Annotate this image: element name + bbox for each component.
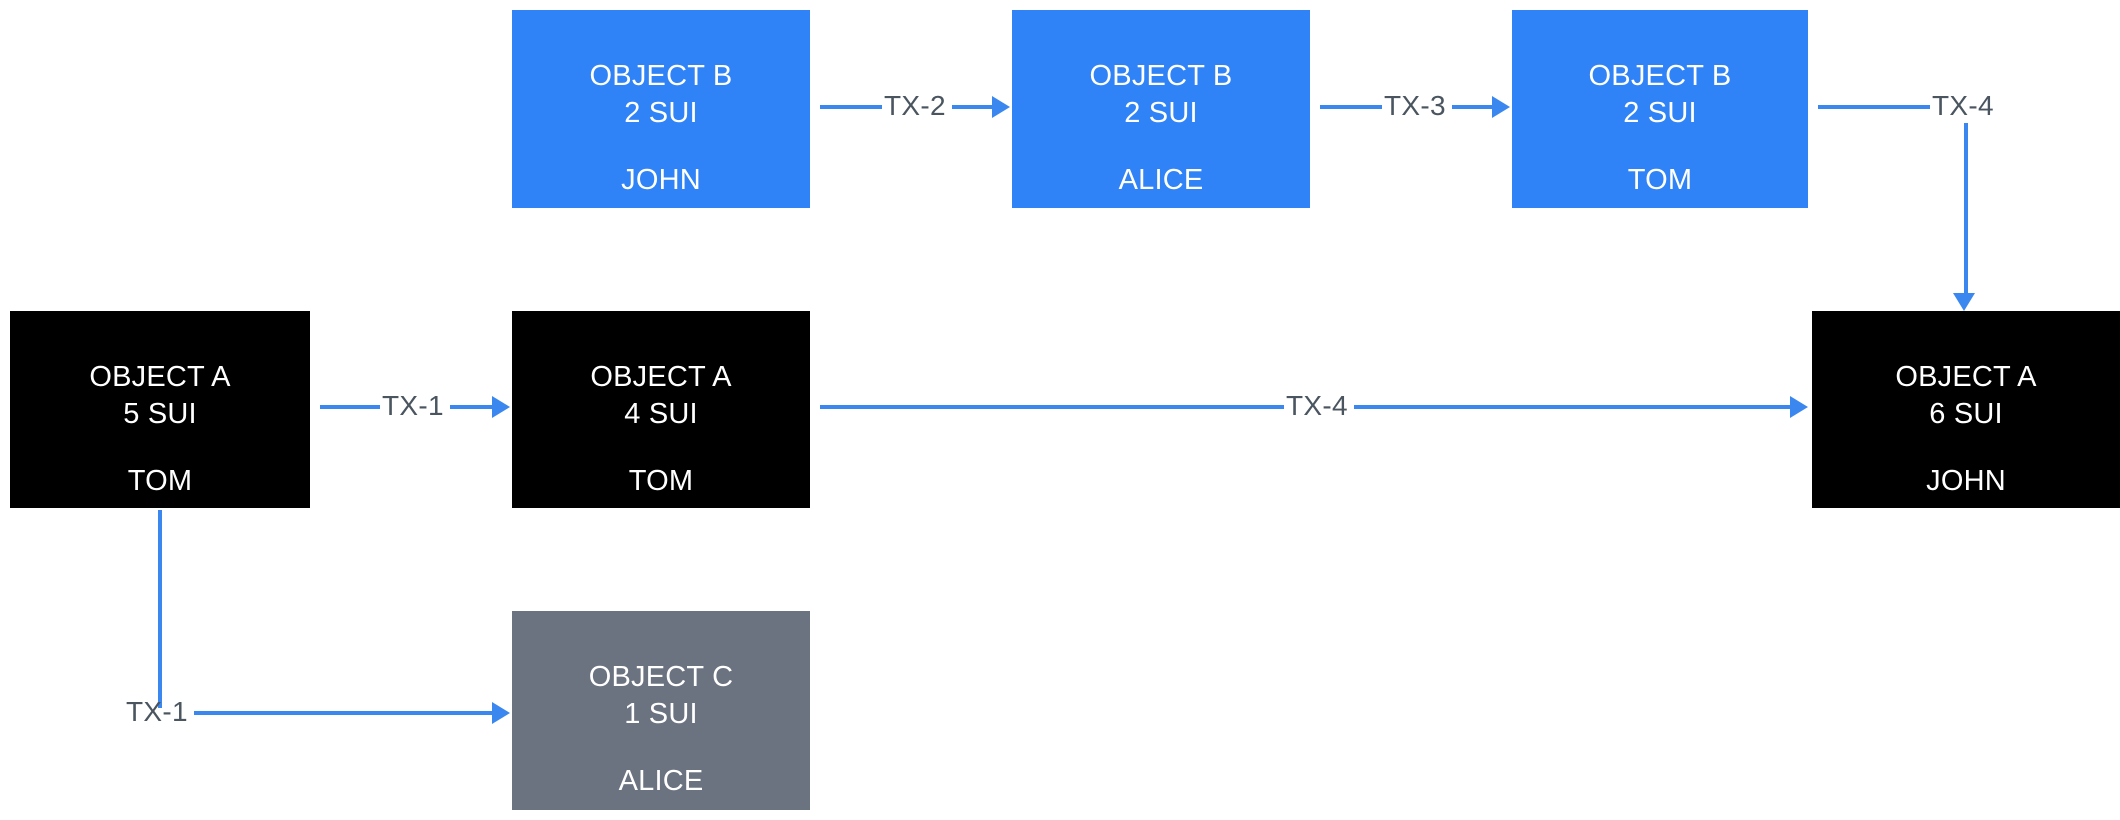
- node-owner-label: TOM: [127, 465, 193, 497]
- node-title-block: OBJECT C 1 SUI: [589, 659, 733, 733]
- node-title-block: OBJECT B 2 SUI: [1589, 58, 1732, 132]
- node-amount-label: 2 SUI: [1623, 97, 1697, 129]
- node-title-block: OBJECT A 4 SUI: [590, 359, 731, 433]
- node-title-block: OBJECT B 2 SUI: [1090, 58, 1233, 132]
- node-object-b-alice[interactable]: OBJECT B 2 SUI ALICE: [1012, 10, 1310, 208]
- edge-tx1a-line-right: [450, 405, 494, 409]
- node-object-a-4sui-tom[interactable]: OBJECT A 4 SUI TOM: [512, 311, 810, 508]
- node-object-label: OBJECT C: [588, 661, 734, 693]
- arrow-right-icon-tx2: [992, 96, 1010, 118]
- edge-tx4a-line-right: [1354, 405, 1792, 409]
- edge-label-tx4-from-a: TX-4: [1286, 390, 1348, 421]
- node-object-label: OBJECT B: [1089, 60, 1233, 92]
- edge-label-tx1-to-a: TX-1: [382, 390, 444, 421]
- edge-label-tx2: TX-2: [884, 90, 946, 121]
- arrow-right-icon-tx1a: [492, 396, 510, 418]
- edge-tx4a-line-left: [820, 405, 1284, 409]
- edge-tx3-line-right: [1452, 105, 1494, 109]
- node-amount-label: 5 SUI: [123, 398, 197, 430]
- node-object-b-john[interactable]: OBJECT B 2 SUI JOHN: [512, 10, 810, 208]
- arrow-right-icon-tx1c: [492, 702, 510, 724]
- edge-tx1c-line-horizontal: [194, 711, 492, 715]
- node-owner-label: TOM: [1627, 164, 1693, 196]
- edge-tx2-line-right: [952, 105, 994, 109]
- node-object-label: OBJECT A: [89, 361, 231, 393]
- node-amount-label: 6 SUI: [1929, 398, 2003, 430]
- node-owner-label: TOM: [628, 465, 694, 497]
- node-amount-label: 4 SUI: [624, 398, 698, 430]
- node-amount-label: 2 SUI: [1124, 97, 1198, 129]
- edge-tx3-line-left: [1320, 105, 1382, 109]
- node-owner-label: JOHN: [1926, 465, 2006, 497]
- node-owner-label: JOHN: [621, 164, 701, 196]
- node-title-block: OBJECT A 5 SUI: [89, 359, 230, 433]
- node-amount-label: 1 SUI: [624, 698, 698, 730]
- edge-tx2-line-left: [820, 105, 882, 109]
- node-object-label: OBJECT B: [1588, 60, 1732, 92]
- node-owner-label: ALICE: [618, 765, 704, 797]
- edge-label-tx3: TX-3: [1384, 90, 1446, 121]
- node-object-label: OBJECT A: [590, 361, 732, 393]
- node-object-a-5sui-tom[interactable]: OBJECT A 5 SUI TOM: [10, 311, 310, 508]
- node-object-b-tom[interactable]: OBJECT B 2 SUI TOM: [1512, 10, 1808, 208]
- edge-tx4b-line-vertical: [1964, 123, 1968, 295]
- node-title-block: OBJECT B 2 SUI: [590, 58, 733, 132]
- edge-label-tx1-to-c: TX-1: [126, 696, 188, 727]
- node-object-label: OBJECT A: [1895, 361, 2037, 393]
- edge-tx1c-line-vertical: [158, 510, 162, 708]
- arrow-right-icon-tx3: [1492, 96, 1510, 118]
- node-object-a-6sui-john[interactable]: OBJECT A 6 SUI JOHN: [1812, 311, 2120, 508]
- arrow-right-icon-tx4a: [1790, 396, 1808, 418]
- node-object-c-alice[interactable]: OBJECT C 1 SUI ALICE: [512, 611, 810, 810]
- node-object-label: OBJECT B: [589, 60, 733, 92]
- node-amount-label: 2 SUI: [624, 97, 698, 129]
- node-title-block: OBJECT A 6 SUI: [1895, 359, 2036, 433]
- edge-label-tx4-from-b: TX-4: [1932, 90, 1994, 121]
- node-owner-label: ALICE: [1118, 164, 1204, 196]
- arrow-down-icon-tx4b: [1953, 293, 1975, 311]
- edge-tx4b-line-horizontal: [1818, 105, 1930, 109]
- edge-tx1a-line-left: [320, 405, 380, 409]
